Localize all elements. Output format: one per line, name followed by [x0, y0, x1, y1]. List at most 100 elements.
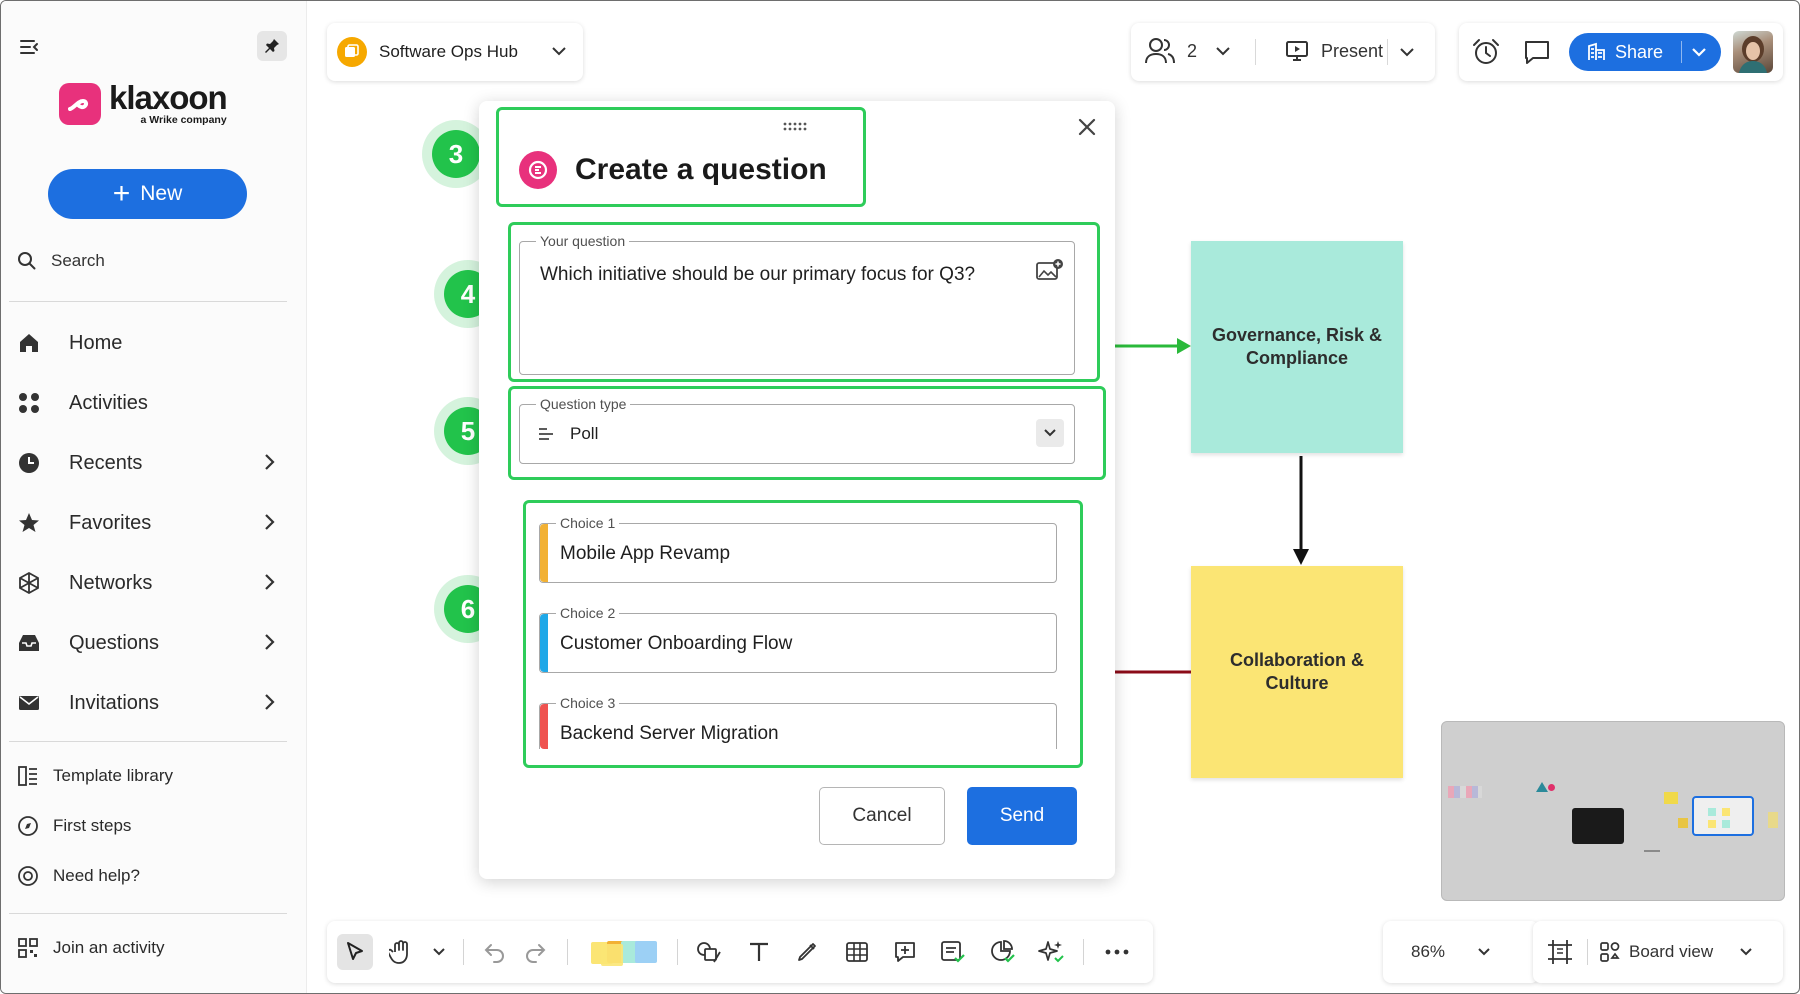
sidebar-item-template-library[interactable]: Template library	[17, 765, 173, 787]
ai-tool[interactable]	[1033, 934, 1069, 970]
question-tool[interactable]	[935, 934, 971, 970]
join-activity-button[interactable]: Join an activity	[17, 937, 165, 959]
board-name: Software Ops Hub	[379, 42, 518, 61]
activities-icon	[15, 389, 43, 417]
present-button[interactable]: Present	[1285, 39, 1383, 63]
compass-icon	[18, 816, 38, 836]
shapes-tool[interactable]	[691, 934, 727, 970]
chevron-down-icon	[1740, 948, 1752, 956]
sidebar-item-need-help[interactable]: Need help?	[17, 865, 140, 887]
search-button[interactable]: Search	[17, 251, 105, 271]
text-tool[interactable]	[741, 934, 777, 970]
present-icon	[1286, 41, 1308, 61]
pen-tool[interactable]	[789, 934, 825, 970]
chevron-down-icon[interactable]	[1036, 419, 1064, 447]
choice-color-bar	[540, 524, 548, 582]
select-tool[interactable]	[337, 934, 373, 970]
board-selector[interactable]: Software Ops Hub	[327, 23, 583, 81]
sidebar-item-networks[interactable]: Networks	[15, 563, 285, 603]
timer-button[interactable]	[1471, 37, 1501, 72]
sidebar-item-label: Questions	[69, 631, 160, 654]
choice-field[interactable]: Choice 1 Mobile App Revamp	[539, 515, 1057, 583]
choice-input[interactable]: Mobile App Revamp	[560, 543, 731, 564]
add-image-icon[interactable]	[1036, 258, 1064, 287]
question-type-label: Question type	[536, 396, 631, 412]
pin-icon[interactable]	[257, 31, 287, 61]
table-tool[interactable]	[839, 934, 875, 970]
view-controls: Board view	[1533, 921, 1783, 983]
sidebar-item-label: Invitations	[69, 691, 160, 714]
more-tools-button[interactable]	[1099, 934, 1135, 970]
text-icon	[750, 942, 768, 961]
present-options-button[interactable]	[1399, 45, 1415, 63]
comment-tool[interactable]	[887, 934, 923, 970]
frame-button[interactable]	[1547, 939, 1573, 970]
sidebar-item-home[interactable]: Home	[15, 323, 285, 363]
new-button[interactable]: + New	[48, 169, 247, 219]
choice-field[interactable]: Choice 3 Backend Server Migration	[539, 695, 1057, 749]
logo-word: klaxoon	[109, 79, 228, 116]
question-field[interactable]: Your question Which initiative should be…	[519, 233, 1075, 375]
sidebar-item-first-steps[interactable]: First steps	[17, 815, 131, 837]
highlight-title	[496, 107, 866, 207]
chevron-down-icon	[551, 44, 567, 62]
highlight-choices	[523, 500, 1083, 768]
sidebar-item-activities[interactable]: Activities	[15, 383, 285, 423]
sidebar-item-recents[interactable]: Recents	[15, 443, 285, 483]
close-icon[interactable]	[1077, 117, 1097, 142]
plus-icon: +	[112, 177, 131, 210]
board-view-label: Board view	[1629, 942, 1714, 961]
comments-button[interactable]	[1523, 39, 1551, 70]
choice-input[interactable]: Backend Server Migration	[560, 723, 779, 744]
poll-tool[interactable]	[985, 934, 1021, 970]
zoom-control[interactable]: 86%	[1383, 921, 1539, 983]
sidebar-item-questions[interactable]: Questions	[15, 623, 285, 663]
chevron-down-icon	[1692, 48, 1706, 57]
toolbar-separator	[567, 939, 568, 965]
user-avatar[interactable]	[1733, 31, 1773, 73]
alarm-icon	[1473, 39, 1499, 64]
collaboration-toolbar: 2 Present	[1131, 23, 1435, 81]
participants-button[interactable]: 2	[1145, 37, 1231, 65]
share-toolbar: Share	[1459, 23, 1783, 81]
question-type-select[interactable]: Question type Poll	[519, 396, 1075, 464]
sticky-notes-icon	[591, 941, 657, 966]
send-button[interactable]: Send	[967, 787, 1077, 845]
sidebar-item-invitations[interactable]: Invitations	[15, 683, 285, 723]
board-view-button[interactable]: Board view	[1599, 941, 1753, 963]
share-options-button[interactable]	[1691, 45, 1707, 63]
toolbar-separator	[677, 939, 678, 965]
sticky-note[interactable]: Collaboration & Culture	[1191, 566, 1403, 778]
sidebar-item-favorites[interactable]: Favorites	[15, 503, 285, 543]
klaxoon-logo[interactable]: klaxoon a Wrike company	[59, 79, 228, 126]
choice-color-bar	[540, 614, 548, 672]
hand-tool-options[interactable]	[427, 934, 451, 970]
choice-field[interactable]: Choice 2 Customer Onboarding Flow	[539, 605, 1057, 673]
toolbar-separator	[1083, 939, 1084, 965]
choice-input[interactable]: Customer Onboarding Flow	[560, 633, 793, 654]
board-view-icon	[1600, 942, 1620, 962]
share-button[interactable]: Share	[1569, 33, 1721, 71]
chart-check-icon	[991, 940, 1015, 963]
sticky-notes-tool[interactable]	[585, 934, 665, 970]
table-icon	[846, 942, 868, 962]
minimap-viewport[interactable]	[1692, 796, 1754, 836]
redo-button[interactable]	[517, 934, 553, 970]
collapse-sidebar-icon[interactable]	[17, 35, 41, 59]
network-icon	[15, 569, 43, 597]
search-icon	[18, 252, 36, 270]
chevron-right-icon	[263, 693, 275, 716]
minimap-shape	[1548, 784, 1555, 791]
hand-tool[interactable]	[383, 934, 419, 970]
chevron-right-icon	[263, 573, 275, 596]
sidebar-item-label: Favorites	[69, 511, 152, 534]
qr-code-icon	[18, 938, 38, 958]
drag-handle-icon[interactable]	[783, 119, 809, 137]
sticky-note[interactable]: Governance, Risk & Compliance	[1191, 241, 1403, 453]
minimap-shape	[1536, 782, 1548, 792]
undo-button[interactable]	[477, 934, 513, 970]
question-input[interactable]: Which initiative should be our primary f…	[540, 264, 976, 285]
minimap[interactable]	[1441, 721, 1785, 901]
cancel-button[interactable]: Cancel	[819, 787, 945, 845]
